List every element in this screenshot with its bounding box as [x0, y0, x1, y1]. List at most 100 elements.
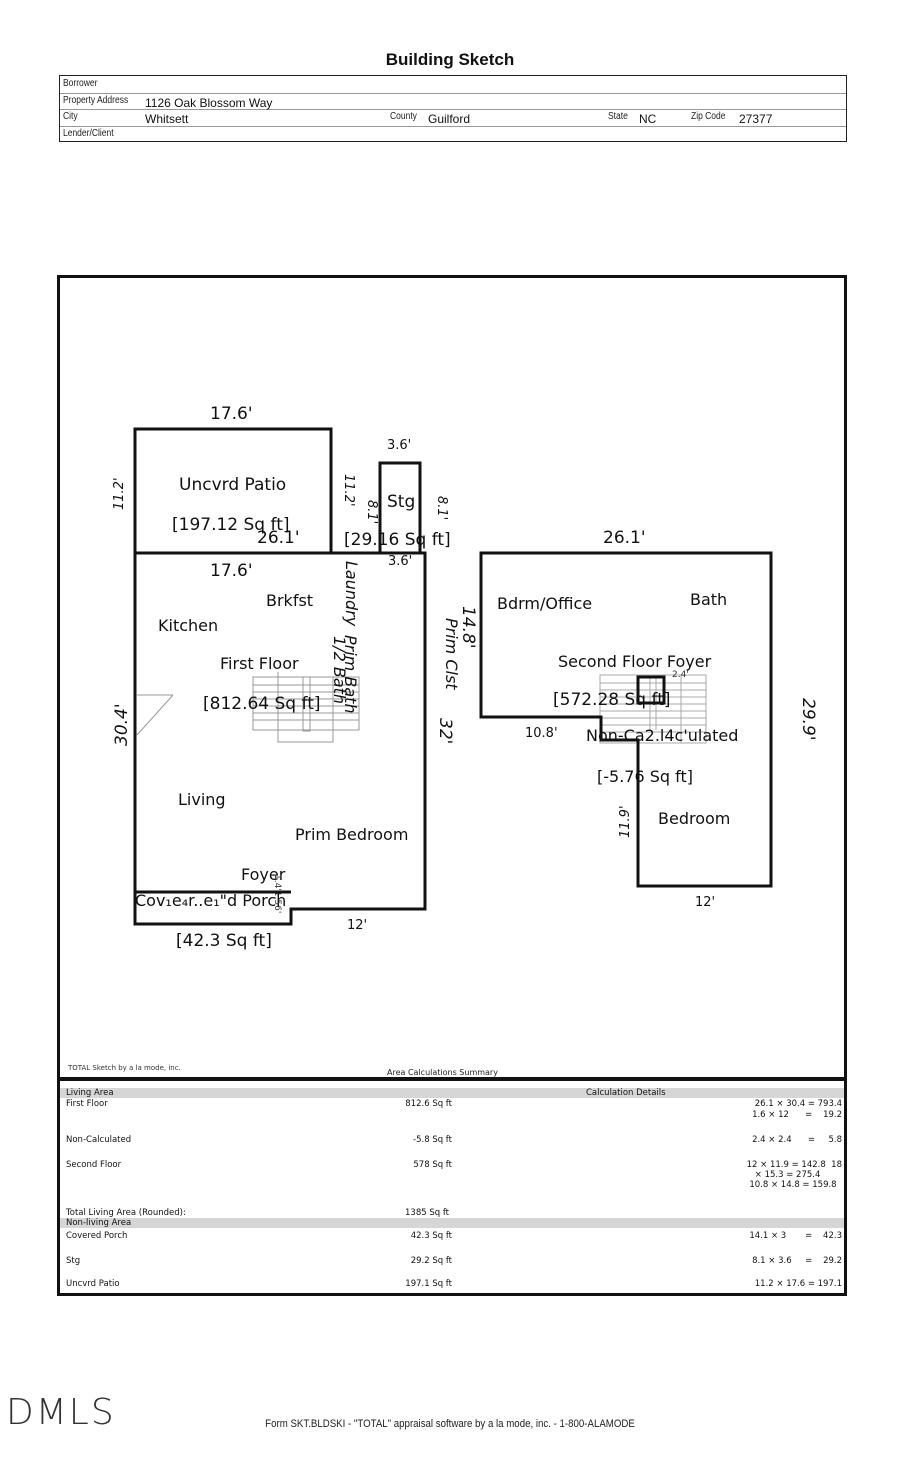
- first-floor-right-dimension: 32': [435, 718, 455, 745]
- form-footer: Form SKT.BLDSKI - "TOTAL" appraisal soft…: [265, 1418, 635, 1430]
- storage-right-dimension: 8.1': [434, 496, 449, 521]
- room-kitchen: Kitchen: [158, 616, 219, 635]
- patio-top-dimension: 17.6': [210, 404, 253, 424]
- borrower-label: Borrower: [63, 78, 98, 89]
- row-name: Second Floor: [66, 1160, 122, 1170]
- room-living: Living: [178, 790, 226, 809]
- second-floor-top-dimension: 26.1': [603, 528, 646, 548]
- address-label: Property Address: [63, 94, 129, 106]
- first-floor-area: [812.64 Sq ft]: [203, 694, 321, 714]
- sketch-canvas: 17.6' 11.2' Uncvrd Patio [197.12 Sq ft] …: [57, 275, 847, 1080]
- page-title: Building Sketch: [385, 50, 515, 69]
- porch-small-dimensions: 1.4'1.56': [272, 874, 282, 914]
- living-area-header-row: Living Area Calculation Details: [60, 1088, 844, 1098]
- row-detail: 8.1 × 3.6 = 29.2: [752, 1256, 842, 1266]
- borrower-row: Borrower: [60, 76, 846, 94]
- living-area-header: Living Area: [66, 1088, 114, 1098]
- city-row: City Whitsett County Guilford State NC Z…: [60, 109, 846, 127]
- patio-name: Uncvrd Patio: [179, 475, 287, 495]
- row-detail: 10.8 × 14.8 = 159.8: [749, 1180, 842, 1190]
- row-name: Covered Porch: [66, 1231, 128, 1241]
- room-prim-bedroom: Prim Bedroom: [295, 825, 409, 844]
- second-floor-area: [572.28 Sq ft]: [553, 690, 671, 710]
- state-value: NC: [639, 112, 657, 126]
- room-foyer: Foyer: [241, 865, 286, 884]
- lender-label: Lender/Client: [63, 127, 114, 139]
- row-detail: × 15.3 = 275.4: [754, 1170, 842, 1180]
- address-value: 1126 Oak Blossom Way: [145, 95, 273, 110]
- patio-right-dimension: 11.2': [341, 474, 356, 507]
- second-floor-name: Second Floor Foyer: [558, 652, 712, 671]
- second-floor-bottom-dimension: 12': [695, 895, 716, 910]
- first-floor-name: First Floor: [220, 654, 299, 673]
- room-laundry: Laundry: [342, 561, 361, 627]
- property-info-table: Borrower Property Address 1126 Oak Bloss…: [59, 75, 847, 142]
- nonliving-area-header-row: Non-living Area: [60, 1218, 844, 1228]
- area-calculations-table: Living Area Calculation Details First Fl…: [57, 1078, 847, 1296]
- row-name: Non-Calculated: [66, 1135, 132, 1145]
- total-living-label: Total Living Area (Rounded):: [66, 1208, 186, 1218]
- stair-dimension-top: 2.4': [672, 670, 689, 680]
- porch-name: Cov₁e₄r..e₁"d Porch: [135, 891, 287, 910]
- row-value: 197.1 Sq ft: [405, 1279, 452, 1289]
- lender-row: Lender/Client: [60, 126, 846, 143]
- storage-left-dimension: 8.1': [364, 500, 379, 525]
- row-detail: 14.1 × 3 = 42.3: [749, 1231, 842, 1241]
- calculation-details-header: Calculation Details: [586, 1088, 666, 1098]
- area-summary-title: Area Calculations Summary: [387, 1068, 498, 1077]
- non-calculated-outline: [636, 675, 666, 705]
- non-calculated-area: [-5.76 Sq ft]: [597, 767, 693, 786]
- nonliving-area-header: Non-living Area: [66, 1218, 132, 1228]
- patio-left-dimension: 11.2': [112, 477, 127, 510]
- non-calculated-name: Non-Ca2.l4c'ulated: [586, 726, 739, 745]
- second-floor-outline: [479, 551, 773, 888]
- address-row: Property Address 1126 Oak Blossom Way: [60, 93, 846, 110]
- county-label: County: [390, 111, 417, 122]
- first-floor-left-dimension: 30.4': [112, 703, 132, 746]
- porch-area: [42.3 Sq ft]: [176, 931, 272, 951]
- second-floor-stairs-icon: [599, 674, 707, 744]
- city-label: City: [63, 111, 78, 122]
- county-value: Guilford: [428, 112, 471, 126]
- state-label: State: [608, 111, 628, 122]
- first-floor-outline: [133, 551, 427, 926]
- storage-top-dimension: 3.6': [387, 438, 412, 453]
- room-bdrm-office: Bdrm/Office: [497, 594, 593, 613]
- bedroom-left-dimension: 11.9': [618, 805, 633, 838]
- room-half-bath: 1/2 Bath: [330, 636, 349, 705]
- row-value: 29.2 Sq ft: [410, 1256, 452, 1266]
- second-floor-step-dimension: 10.8': [525, 726, 558, 741]
- prim-clst-dimension: 14.8': [458, 606, 478, 649]
- storage-area: [29.16 Sq ft]: [344, 530, 451, 550]
- row-name: First Floor: [66, 1099, 108, 1109]
- row-value: 578 Sq ft: [413, 1160, 452, 1170]
- zip-label: Zip Code: [691, 111, 726, 122]
- first-floor-stairs-icon: [136, 672, 360, 743]
- storage-bottom-dimension: 3.6': [388, 554, 413, 569]
- room-brkfst: Brkfst: [266, 591, 314, 610]
- first-floor-top-dimension: 26.1': [257, 528, 300, 548]
- floor-plan-drawing: [133, 427, 773, 926]
- dmls-watermark-logo: DMLS: [6, 1392, 116, 1433]
- sketch-credit: TOTAL Sketch by a la mode, inc.: [68, 1064, 181, 1072]
- row-value: -5.8 Sq ft: [413, 1135, 452, 1145]
- first-floor-bottom-dimension: 12': [347, 918, 368, 933]
- row-name: Uncvrd Patio: [66, 1279, 120, 1289]
- row-detail: 12 × 11.9 = 142.8 18: [746, 1160, 842, 1170]
- room-bedroom: Bedroom: [658, 809, 731, 828]
- room-bath: Bath: [690, 590, 728, 609]
- total-living-value: 1385 Sq ft: [405, 1208, 450, 1218]
- city-value: Whitsett: [145, 112, 189, 126]
- second-floor-right-dimension: 29.9': [798, 698, 818, 741]
- row-detail: 1.6 × 12 = 19.2: [752, 1110, 842, 1120]
- first-floor-inner-top-dimension: 17.6': [210, 561, 253, 581]
- row-detail: 26.1 × 30.4 = 793.4: [754, 1099, 842, 1109]
- row-name: Stg: [66, 1256, 81, 1266]
- row-value: 812.6 Sq ft: [405, 1099, 452, 1109]
- zip-value: 27377: [739, 112, 773, 126]
- row-detail: 11.2 × 17.6 = 197.1: [754, 1279, 842, 1289]
- row-detail: 2.4 × 2.4 = 5.8: [752, 1135, 842, 1145]
- room-prim-clst: Prim Clst: [442, 618, 461, 690]
- row-value: 42.3 Sq ft: [410, 1231, 452, 1241]
- storage-name: Stg: [387, 492, 416, 512]
